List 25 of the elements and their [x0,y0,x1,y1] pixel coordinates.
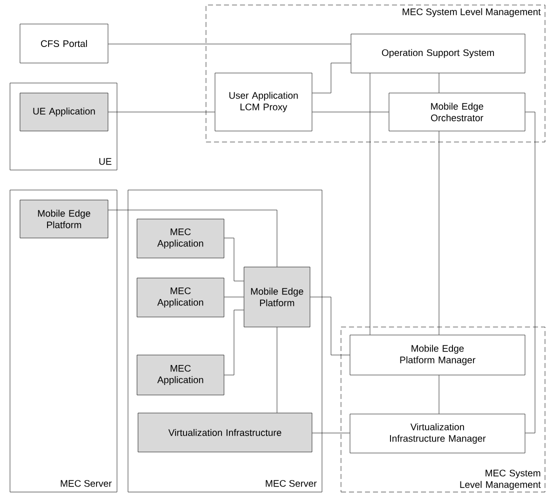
connector-line [312,432,350,434]
connector-line [224,310,244,376]
component-box: Mobile Edge Platform [20,200,108,238]
component-box: Virtualization Infrastructure Manager [350,414,526,454]
component-box: Mobile Edge Platform Manager [350,334,526,376]
component-box: Mobile Edge Orchestrator [388,92,526,132]
connector-line [438,131,440,335]
connector-line [224,296,244,298]
component-box: Operation Support System [350,34,526,74]
component-box: UE Application [20,92,108,132]
connector-line [310,296,350,356]
component-box: User Application LCM Proxy [214,72,312,132]
component-box: MEC Application [136,354,224,396]
component-box: MEC Application [136,278,224,318]
connector-line [224,238,244,282]
component-box: Mobile Edge Platform [244,266,310,328]
component-box: Virtualization Infrastructure [138,412,312,452]
component-box: MEC Application [136,218,224,258]
connector-line [438,375,440,414]
connector-line [276,327,278,413]
connector-line [438,73,440,93]
connector-line [312,62,351,94]
connector-line [108,210,278,267]
component-box: CFS Portal [20,24,108,64]
connector-line [525,112,536,434]
